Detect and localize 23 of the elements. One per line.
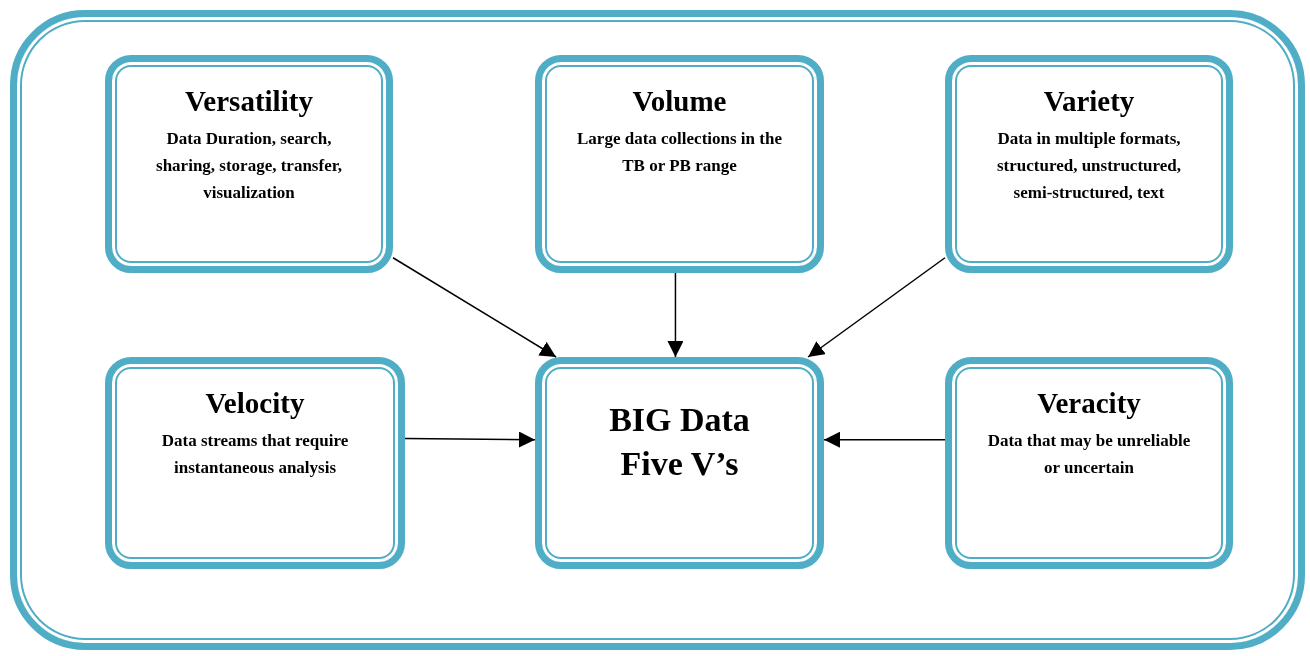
- arrow: [667, 272, 684, 358]
- box-title: Volume: [632, 84, 727, 119]
- rounded-box: [105, 357, 405, 569]
- box-description: Large data collections in the TB or PB range: [576, 127, 783, 177]
- arrow: [823, 431, 946, 448]
- arrow: [392, 257, 557, 358]
- box-title: Velocity: [205, 386, 305, 421]
- center-title: BIG Data Five V’s: [608, 400, 751, 485]
- box-description: Data that may be unreliable or uncertain: [986, 429, 1192, 479]
- arrow: [807, 257, 946, 358]
- arrow: [404, 431, 536, 448]
- rounded-box: [535, 55, 824, 273]
- container-box: [10, 10, 1305, 650]
- rounded-box: [945, 357, 1233, 569]
- box-description: Data in multiple formats, structured, unstructured, semi-structured, text: [996, 127, 1182, 205]
- box-title: Versatility: [185, 84, 313, 119]
- box-title: Veracity: [1037, 386, 1141, 421]
- rounded-box: [105, 55, 393, 273]
- box-description: Data Duration, search, sharing, storage, transfer, visualization: [155, 127, 343, 205]
- box-title: Variety: [1043, 84, 1135, 119]
- box-description: Data streams that require instantaneous analysis: [160, 429, 350, 479]
- rounded-box: [535, 357, 824, 569]
- rounded-box: [945, 55, 1233, 273]
